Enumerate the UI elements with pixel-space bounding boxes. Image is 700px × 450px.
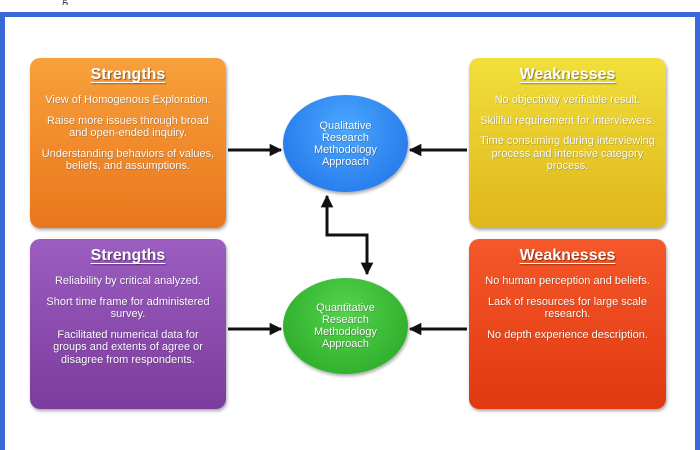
quantitative-weakness-point: No depth experience description. [487, 328, 648, 341]
quantitative-approach-label: Quantitative Research Methodology Approa… [314, 302, 377, 350]
page-top-text-fragment: g [62, 0, 68, 5]
qualitative-strength-point: Understanding behaviors of values, belie… [41, 147, 215, 173]
quantitative-weaknesses-heading: Weaknesses [519, 247, 616, 264]
bidirectional-connector-arrow [320, 194, 374, 276]
quantitative-strengths-heading: Strengths [90, 247, 166, 264]
quantitative-strength-point: Short time frame for administered survey… [46, 295, 210, 321]
qualitative-weakness-point: No objectivity verifiable result. [494, 94, 641, 106]
qualitative-weakness-point: Skillful requirement for interviewers. [480, 114, 655, 127]
quantitative-strength-point: Facilitated numerical data for groups an… [53, 328, 203, 366]
qualitative-approach-label: Qualitative Research Methodology Approac… [314, 119, 377, 168]
qualitative-weaknesses-box: Weaknesses No objectivity verifiable res… [469, 58, 666, 228]
qualitative-strengths-heading: Strengths [90, 66, 166, 83]
quantitative-strengths-box: Strengths Reliability by critical analyz… [30, 239, 226, 409]
qualitative-weakness-point: Time consuming during interviewing proce… [479, 135, 656, 172]
quantitative-approach-circle: Quantitative Research Methodology Approa… [283, 278, 408, 374]
quantitative-weaknesses-box: Weaknesses No human perception and belie… [469, 239, 666, 409]
quantitative-strength-point: Reliability by critical analyzed. [54, 275, 202, 287]
qualitative-strength-point: View of Homogenous Exploration. [45, 94, 211, 106]
qualitative-weaknesses-heading: Weaknesses [519, 66, 616, 83]
qualitative-strength-point: Raise more issues through broad and open… [46, 114, 210, 140]
quantitative-weakness-point: Lack of resources for large scale resear… [488, 295, 647, 321]
quantitative-weakness-point: No human perception and beliefs. [485, 275, 650, 287]
qualitative-approach-circle: Qualitative Research Methodology Approac… [283, 95, 408, 192]
qualitative-strengths-box: Strengths View of Homogenous Exploration… [30, 58, 226, 228]
